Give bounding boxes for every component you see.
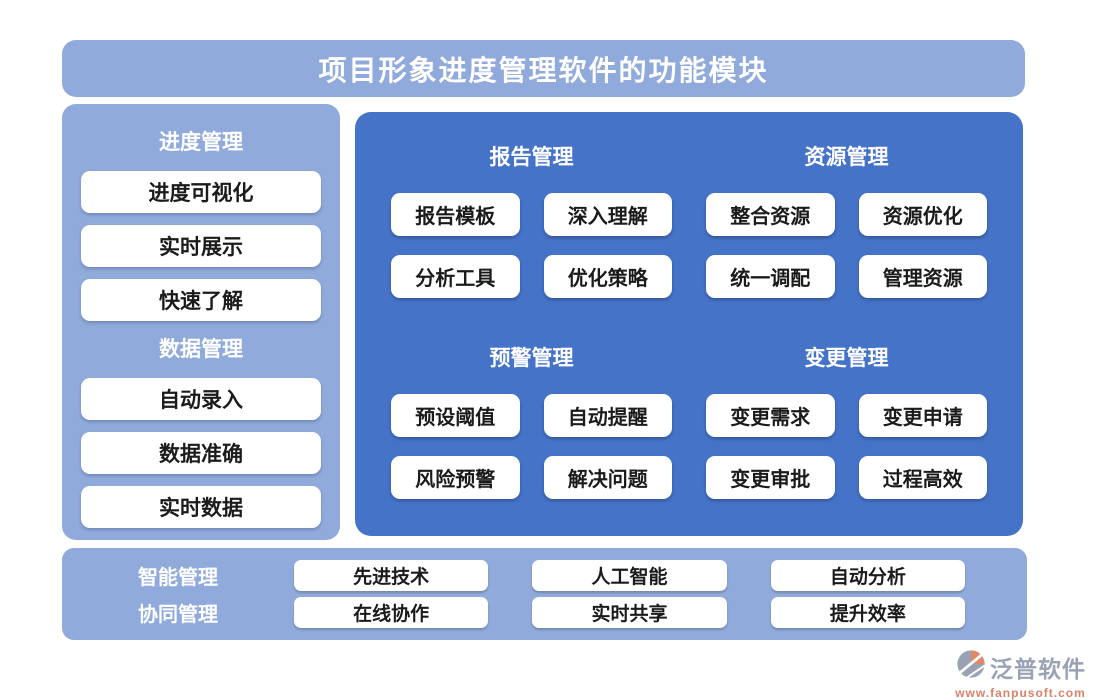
sidebar-feature-button[interactable]: 自动录入 xyxy=(81,378,321,420)
module-feature-button[interactable]: 深入理解 xyxy=(543,193,672,236)
sidebar: 进度管理 进度可视化 实时展示 快速了解 数据管理 自动录入 数据准确 实时数据 xyxy=(62,104,340,540)
module-feature-button[interactable]: 过程高效 xyxy=(858,456,987,499)
module-feature-button[interactable]: 分析工具 xyxy=(391,255,520,298)
module-feature-button[interactable]: 统一调配 xyxy=(706,255,835,298)
module-feature-button[interactable]: 变更需求 xyxy=(706,394,835,437)
module-feature-button[interactable]: 资源优化 xyxy=(858,193,987,236)
module-section-title: 报告管理 xyxy=(489,146,574,169)
module-feature-button[interactable]: 整合资源 xyxy=(706,193,835,236)
footer-feature-button[interactable]: 人工智能 xyxy=(532,560,727,591)
footer-feature-button[interactable]: 自动分析 xyxy=(770,560,965,591)
module-section-resource: 资源管理 整合资源 资源优化 统一调配 管理资源 xyxy=(706,122,987,317)
module-feature-button[interactable]: 风险预警 xyxy=(391,456,520,499)
footer-feature-button[interactable]: 先进技术 xyxy=(294,560,489,591)
sidebar-feature-button[interactable]: 实时数据 xyxy=(81,486,321,528)
footer-row-label: 智能管理 xyxy=(138,567,218,589)
module-feature-button[interactable]: 解决问题 xyxy=(543,456,672,499)
module-feature-button[interactable]: 预设阈值 xyxy=(391,394,520,437)
sidebar-section-title-progress: 进度管理 xyxy=(159,131,243,154)
footer-feature-button[interactable]: 提升效率 xyxy=(770,597,965,628)
module-section-title: 变更管理 xyxy=(804,347,889,370)
sidebar-feature-button[interactable]: 数据准确 xyxy=(81,432,321,474)
vendor-name: 泛普软件 xyxy=(990,655,1086,682)
footer-feature-button[interactable]: 实时共享 xyxy=(532,597,727,628)
module-section-title: 资源管理 xyxy=(804,146,889,169)
module-button-grid: 预设阈值 自动提醒 风险预警 解决问题 xyxy=(391,394,672,499)
footer-bar: 智能管理 先进技术 人工智能 自动分析 协同管理 在线协作 实时共享 提升效率 xyxy=(62,548,1027,640)
module-button-grid: 整合资源 资源优化 统一调配 管理资源 xyxy=(706,193,987,298)
footer-row-smart: 智能管理 先进技术 人工智能 自动分析 xyxy=(62,560,1027,591)
sidebar-section-title-data: 数据管理 xyxy=(159,338,243,361)
sidebar-feature-button[interactable]: 进度可视化 xyxy=(81,171,321,213)
main-module-panel: 报告管理 报告模板 深入理解 分析工具 优化策略 资源管理 整合资源 资源优化 … xyxy=(355,112,1023,536)
footer-feature-button[interactable]: 在线协作 xyxy=(294,597,489,628)
page-title: 项目形象进度管理软件的功能模块 xyxy=(318,54,769,86)
sidebar-feature-button[interactable]: 实时展示 xyxy=(81,225,321,267)
module-button-grid: 报告模板 深入理解 分析工具 优化策略 xyxy=(391,193,672,298)
module-feature-button[interactable]: 优化策略 xyxy=(543,255,672,298)
module-section-title: 预警管理 xyxy=(489,347,574,370)
vendor-logo-row: 泛普软件 xyxy=(955,648,1086,685)
fanpu-logo-icon xyxy=(955,648,987,685)
module-feature-button[interactable]: 管理资源 xyxy=(858,255,987,298)
module-feature-button[interactable]: 变更申请 xyxy=(858,394,987,437)
module-section-warning: 预警管理 预设阈值 自动提醒 风险预警 解决问题 xyxy=(391,323,672,518)
module-button-grid: 变更需求 变更申请 变更审批 过程高效 xyxy=(706,394,987,499)
module-section-change: 变更管理 变更需求 变更申请 变更审批 过程高效 xyxy=(706,323,987,518)
vendor-url: www.fanpusoft.com xyxy=(955,686,1086,700)
module-feature-button[interactable]: 报告模板 xyxy=(391,193,520,236)
header-bar: 项目形象进度管理软件的功能模块 xyxy=(62,40,1025,97)
module-feature-button[interactable]: 变更审批 xyxy=(706,456,835,499)
footer-row-collab: 协同管理 在线协作 实时共享 提升效率 xyxy=(62,597,1027,628)
module-section-report: 报告管理 报告模板 深入理解 分析工具 优化策略 xyxy=(391,122,672,317)
sidebar-feature-button[interactable]: 快速了解 xyxy=(81,279,321,321)
footer-row-label: 协同管理 xyxy=(138,604,218,626)
vendor-watermark: 泛普软件 www.fanpusoft.com xyxy=(955,648,1086,700)
module-feature-button[interactable]: 自动提醒 xyxy=(543,394,672,437)
